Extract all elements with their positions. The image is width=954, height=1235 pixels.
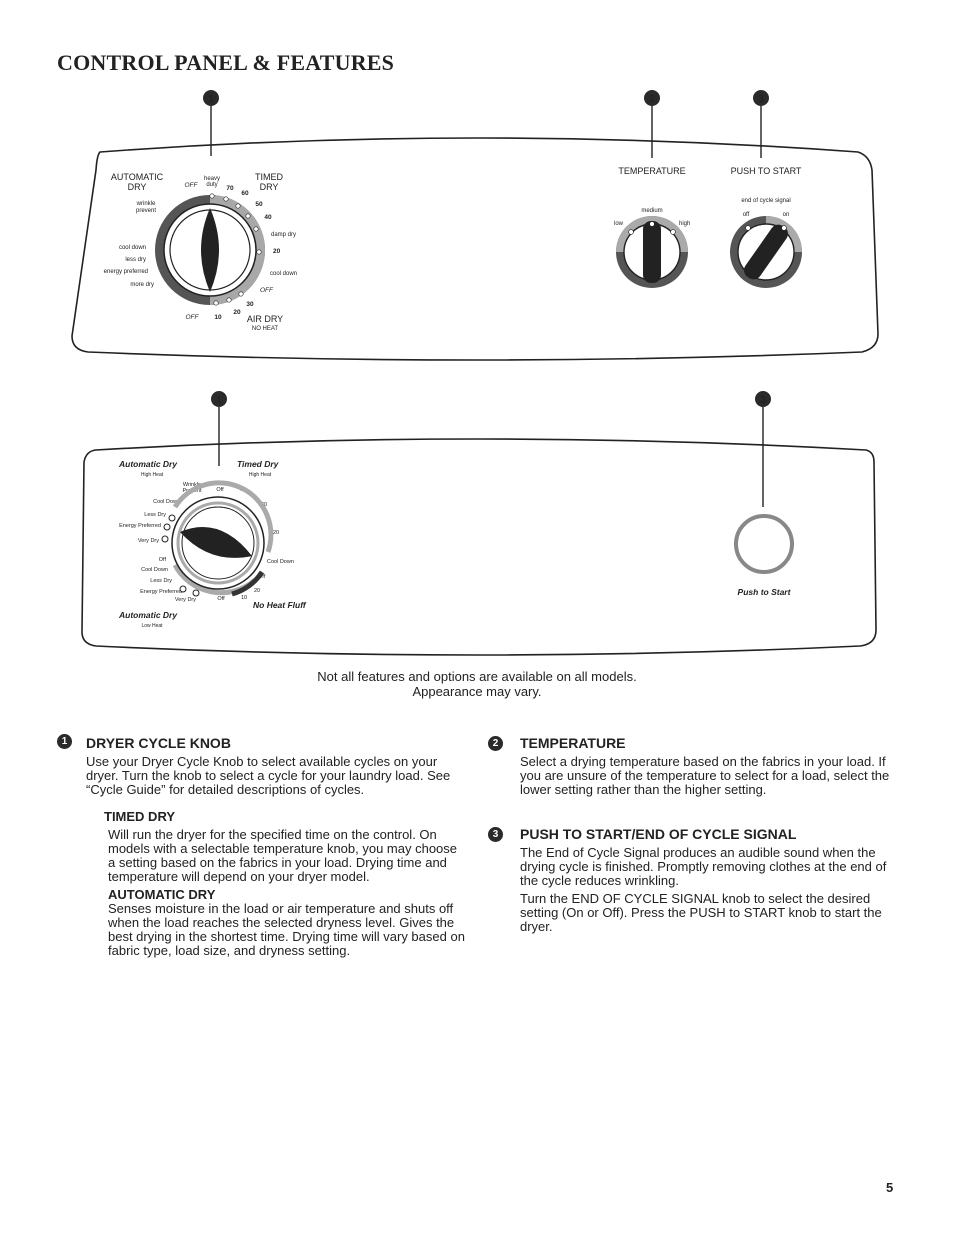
- temperature-label: TEMPERATURE: [618, 166, 685, 176]
- push-to-start-section: PUSH TO START/END OF CYCLE SIGNAL The En…: [520, 826, 892, 934]
- svg-text:Off: Off: [258, 574, 266, 580]
- svg-text:on: on: [783, 212, 790, 218]
- timed-dry-heading: TIMED DRY: [104, 809, 176, 824]
- timed-dry-section: TIMED DRY: [104, 809, 466, 824]
- automatic-dry-body: Senses moisture in the load or air tempe…: [108, 901, 465, 958]
- svg-text:DRY: DRY: [128, 182, 147, 192]
- svg-text:energy preferred: energy preferred: [104, 269, 148, 275]
- svg-text:Very Dry: Very Dry: [138, 538, 159, 544]
- svg-text:low: low: [614, 221, 624, 227]
- svg-text:Low Heat: Low Heat: [141, 623, 163, 629]
- temperature-body: Select a drying temperature based on the…: [520, 754, 890, 797]
- svg-text:duty: duty: [206, 182, 217, 188]
- svg-text:20: 20: [233, 309, 241, 316]
- svg-text:OFF: OFF: [260, 287, 274, 294]
- temperature-section: TEMPERATURE Select a drying temperature …: [520, 735, 900, 797]
- svg-text:50: 50: [255, 201, 263, 208]
- svg-text:3: 3: [758, 94, 764, 105]
- svg-text:40: 40: [264, 214, 272, 221]
- air-dry-label: AIR DRY: [247, 314, 283, 324]
- push-to-start-body-1: The End of Cycle Signal produces an audi…: [520, 845, 887, 888]
- dryer-cycle-knob-section: DRYER CYCLE KNOB Use your Dryer Cycle Kn…: [86, 735, 466, 797]
- svg-text:2: 2: [649, 94, 655, 105]
- svg-text:medium: medium: [641, 208, 662, 214]
- svg-text:more dry: more dry: [130, 282, 154, 288]
- svg-text:20: 20: [273, 530, 279, 536]
- section-badge-1: 1: [57, 734, 72, 749]
- dryer-cycle-knob-2: [161, 480, 274, 597]
- svg-text:NO HEAT: NO HEAT: [252, 326, 279, 332]
- page-number: 5: [886, 1180, 894, 1195]
- svg-text:high: high: [679, 221, 690, 227]
- svg-text:Off: Off: [159, 557, 167, 563]
- svg-text:end of cycle signal: end of cycle signal: [741, 198, 790, 204]
- svg-text:Cool Down: Cool Down: [141, 567, 168, 573]
- svg-text:cool down: cool down: [270, 271, 297, 277]
- svg-text:10: 10: [214, 314, 222, 321]
- temperature-heading: TEMPERATURE: [520, 735, 626, 751]
- svg-text:1: 1: [216, 395, 222, 406]
- page-title: CONTROL PANEL & FEATURES: [57, 50, 395, 75]
- svg-text:3: 3: [760, 395, 766, 406]
- svg-text:Cool Down: Cool Down: [267, 559, 294, 565]
- panel-2-outline: [81, 438, 877, 656]
- svg-text:OFF: OFF: [186, 314, 200, 321]
- svg-text:heavy: heavy: [204, 176, 220, 182]
- callout-3-bottom: 3: [755, 391, 771, 507]
- svg-text:High Heat: High Heat: [249, 472, 272, 478]
- timed-dry-body: Will run the dryer for the specified tim…: [108, 827, 458, 884]
- svg-text:OFF: OFF: [185, 182, 199, 189]
- svg-text:Less Dry: Less Dry: [150, 578, 172, 584]
- svg-text:60: 60: [241, 190, 249, 197]
- svg-text:Off: Off: [216, 487, 224, 493]
- dryer-cycle-knob-1: [155, 193, 265, 306]
- svg-text:20: 20: [254, 588, 260, 594]
- svg-text:Very Dry: Very Dry: [175, 597, 196, 603]
- svg-text:1: 1: [208, 94, 214, 105]
- svg-text:Wrinkle: Wrinkle: [183, 482, 201, 488]
- automatic-dry-high-heat-label: Automatic Dry: [118, 459, 178, 469]
- dryer-cycle-knob-heading: DRYER CYCLE KNOB: [86, 735, 231, 751]
- push-to-start-knob-1: [730, 216, 802, 288]
- svg-text:Less Dry: Less Dry: [144, 512, 166, 518]
- timed-dry-label-2: Timed Dry: [237, 459, 280, 469]
- svg-text:Off: Off: [217, 596, 225, 602]
- dryer-cycle-knob-body: Use your Dryer Cycle Knob to select avai…: [86, 754, 451, 797]
- svg-text:30: 30: [246, 301, 254, 308]
- automatic-dry-heading: AUTOMATIC DRY: [108, 887, 216, 902]
- svg-text:High Heat: High Heat: [141, 472, 164, 478]
- svg-text:damp dry: damp dry: [271, 232, 296, 238]
- callout-1-bottom: 1: [211, 391, 227, 466]
- temperature-knob: [616, 216, 688, 288]
- svg-text:cool down: cool down: [119, 245, 146, 251]
- automatic-dry-low-heat-label: Automatic Dry: [118, 610, 178, 620]
- svg-text:Energy Preferred: Energy Preferred: [119, 523, 161, 529]
- appearance-note: Not all features and options are availab…: [317, 669, 637, 699]
- panel-1-outline: [71, 137, 879, 361]
- svg-text:prevent: prevent: [136, 208, 156, 214]
- svg-text:off: off: [743, 212, 750, 218]
- push-to-start-label-1: PUSH TO START: [731, 166, 802, 176]
- svg-text:Cool Down: Cool Down: [153, 499, 180, 505]
- svg-text:less dry: less dry: [125, 257, 146, 263]
- push-to-start-heading: PUSH TO START/END OF CYCLE SIGNAL: [520, 826, 797, 842]
- automatic-dry-label-1: AUTOMATIC: [111, 172, 164, 182]
- svg-text:20: 20: [273, 248, 281, 255]
- section-badge-3: 3: [488, 827, 503, 842]
- svg-text:10: 10: [241, 595, 247, 601]
- svg-text:Energy Preferred: Energy Preferred: [140, 589, 182, 595]
- timed-dry-label-1: TIMED: [255, 172, 283, 182]
- svg-text:DRY: DRY: [260, 182, 279, 192]
- svg-text:wrinkle: wrinkle: [136, 201, 156, 207]
- push-to-start-button-2: [734, 514, 794, 574]
- control-panel-illustrations: 1 2 3 AUTOMATIC DRY TIMED DRY heavy duty…: [71, 90, 879, 656]
- push-to-start-label-2: Push to Start: [738, 587, 792, 597]
- callout-1-top: 1: [203, 90, 219, 156]
- section-badge-2: 2: [488, 736, 503, 751]
- callout-3-top: 3: [753, 90, 769, 158]
- callout-2-top: 2: [644, 90, 660, 158]
- svg-text:70: 70: [226, 185, 234, 192]
- push-to-start-body-2: Turn the END OF CYCLE SIGNAL knob to sel…: [520, 891, 882, 934]
- no-heat-fluff-label: No Heat Fluff: [253, 600, 307, 610]
